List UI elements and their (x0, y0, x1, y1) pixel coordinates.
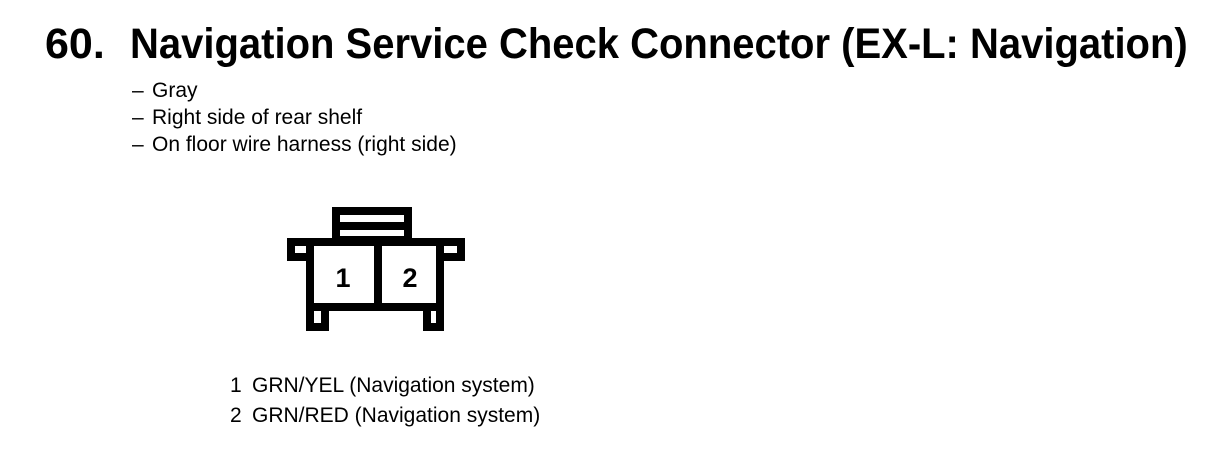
legend-row-1: 1 GRN/YEL (Navigation system) (230, 371, 540, 401)
pin-number-2: 2 (402, 263, 417, 293)
detail-text: Gray (152, 79, 198, 102)
pin-number-1: 1 (335, 263, 350, 293)
connector-diagram: 1 2 (287, 207, 465, 331)
dash-bullet: – (132, 133, 144, 156)
detail-text: Right side of rear shelf (152, 106, 363, 129)
section-heading: 60. Navigation Service Check Connector (… (45, 23, 1216, 66)
detail-item-location: – Right side of rear shelf (132, 104, 457, 131)
legend-pin-number: 1 (230, 374, 242, 397)
section-title: Navigation Service Check Connector (EX-L… (130, 20, 1188, 68)
dash-bullet: – (132, 79, 144, 102)
detail-item-color: – Gray (132, 77, 457, 104)
section-number: 60. (45, 20, 105, 68)
legend-wire-label: GRN/YEL (Navigation system) (252, 374, 535, 397)
detail-text: On floor wire harness (right side) (152, 133, 457, 156)
dash-bullet: – (132, 106, 144, 129)
legend-wire-label: GRN/RED (Navigation system) (252, 404, 541, 427)
pin-legend: 1 GRN/YEL (Navigation system) 2 GRN/RED … (230, 371, 540, 431)
legend-pin-number: 2 (230, 404, 242, 427)
legend-row-2: 2 GRN/RED (Navigation system) (230, 401, 540, 431)
detail-item-harness: – On floor wire harness (right side) (132, 131, 457, 158)
connector-details-list: – Gray – Right side of rear shelf – On f… (132, 77, 457, 158)
